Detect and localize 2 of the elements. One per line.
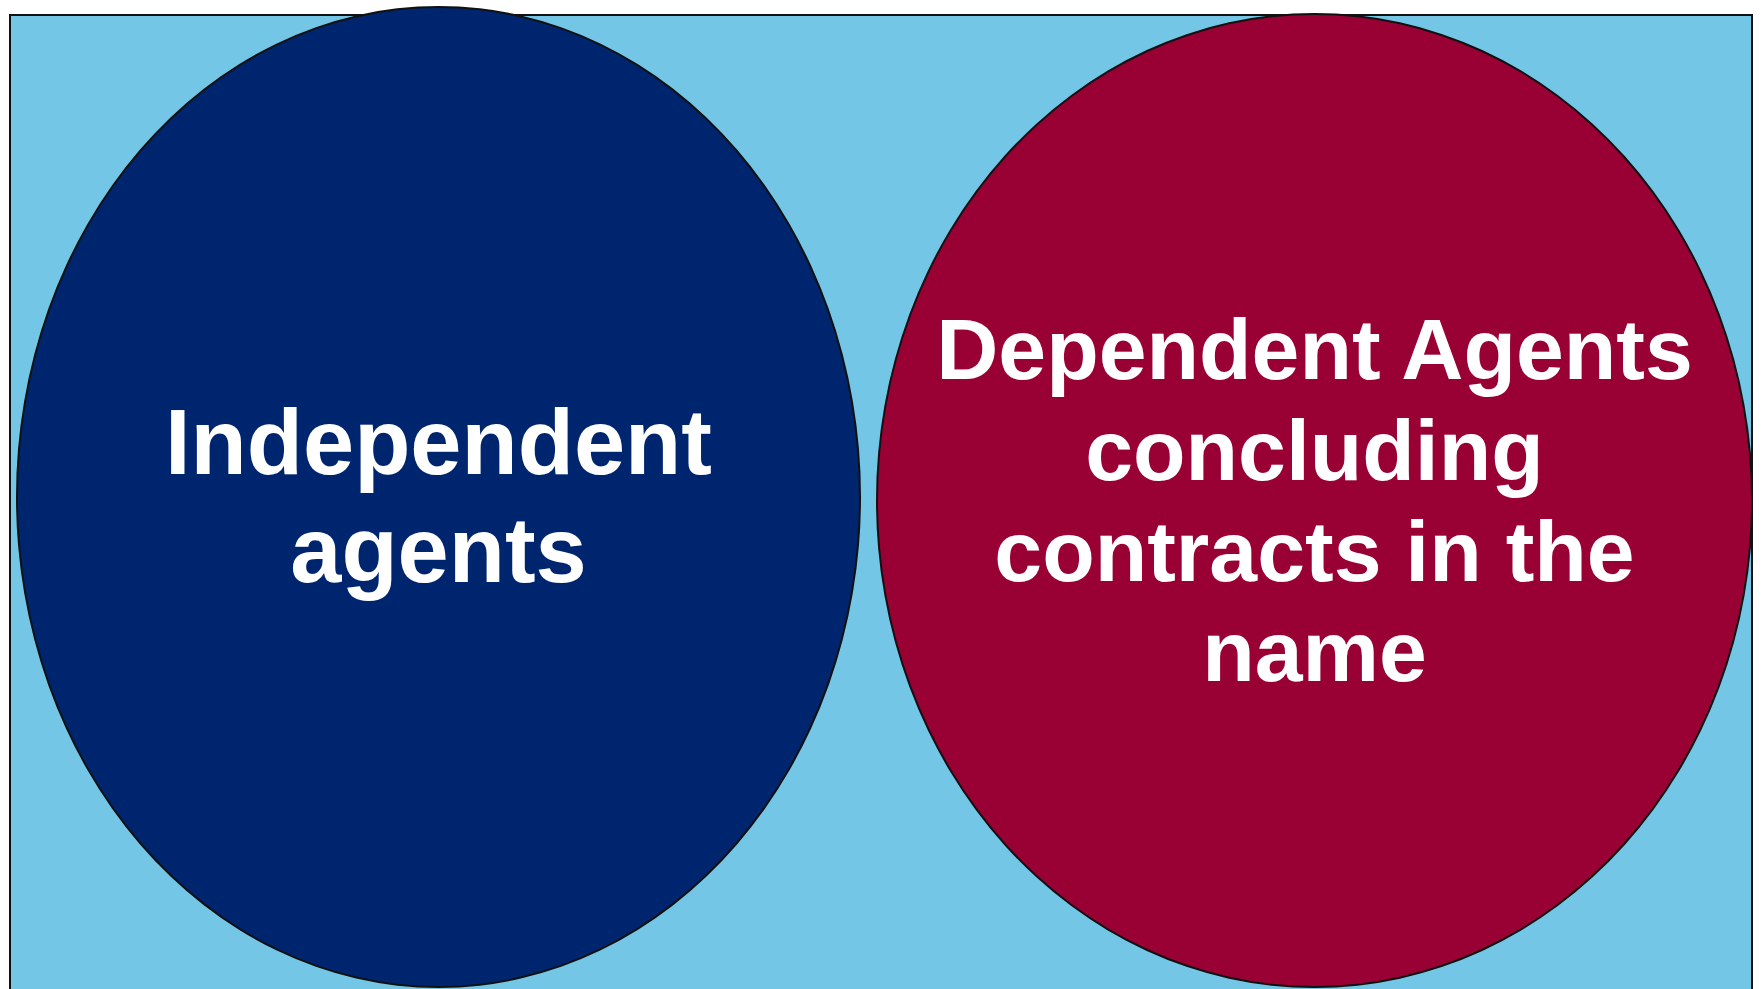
node-label: Dependent Agents concluding contracts in the name (935, 300, 1694, 702)
node-label: Independent agents (164, 390, 713, 603)
